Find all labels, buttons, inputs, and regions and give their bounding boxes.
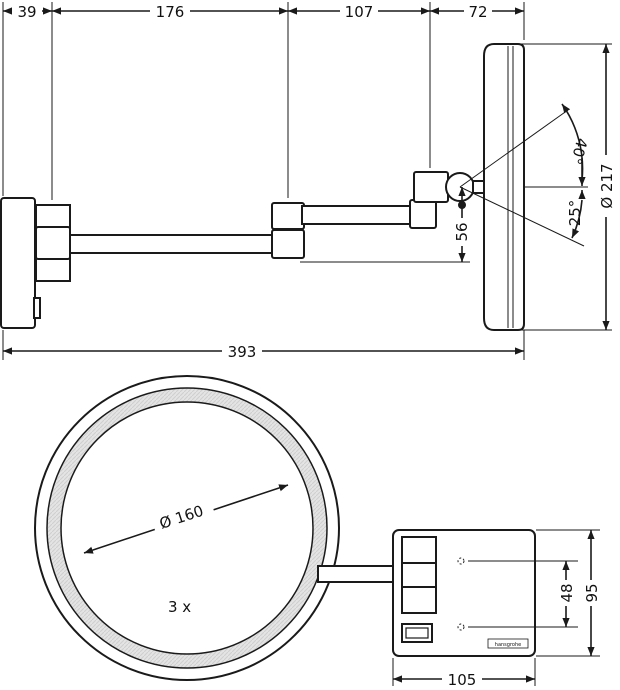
dimension-95-label: 95 [583,583,601,602]
arm-collar [35,226,71,260]
mirror-glass [60,401,314,655]
tilt-line-40 [459,109,569,188]
dimension-48-label: 48 [558,583,576,602]
side-view: 39 176 107 72 393 [0,2,616,361]
elbow-joint-bottom [271,229,305,259]
mirror-profile [483,43,525,331]
dimension-56-label: 56 [453,222,471,241]
screw-hole [457,623,465,631]
front-arm [317,565,405,583]
dimension-176-label: 176 [156,3,185,21]
dimension-393-label: 393 [228,343,257,361]
screw-hole [457,557,465,565]
wall-joint-lower [35,256,71,282]
angle-25-label: 25° [566,200,584,227]
plate-joint-top [401,536,437,566]
tilt-line-25 [459,186,585,247]
dimension-217-label: Ø 217 [598,163,616,208]
dimension-72-label: 72 [468,3,487,21]
dimension-107-label: 107 [345,3,374,21]
front-view: Ø 160 3 x hansgrohe 48 95 [34,375,601,689]
base-switch [33,297,41,319]
elbow-joint-top [271,202,305,230]
dimension-39-label: 39 [17,3,36,21]
brand-logo-text: hansgrohe [495,642,521,648]
brand-logo [487,638,529,649]
arm-lower [67,234,275,254]
wall-base [0,197,36,329]
wall-joint [35,204,71,230]
plate-joint-bottom [401,586,437,614]
power-switch-inner [405,627,429,639]
magnification-label: 3 x [168,598,191,616]
head-joint-upper [413,171,449,203]
head-joint-lower [409,199,437,229]
arm-upper [301,205,415,225]
angle-arc-25 [571,199,583,239]
dimension-105-label: 105 [448,671,477,689]
plate-joint-mid [401,562,437,588]
angle-40-label: 40° [567,136,591,166]
